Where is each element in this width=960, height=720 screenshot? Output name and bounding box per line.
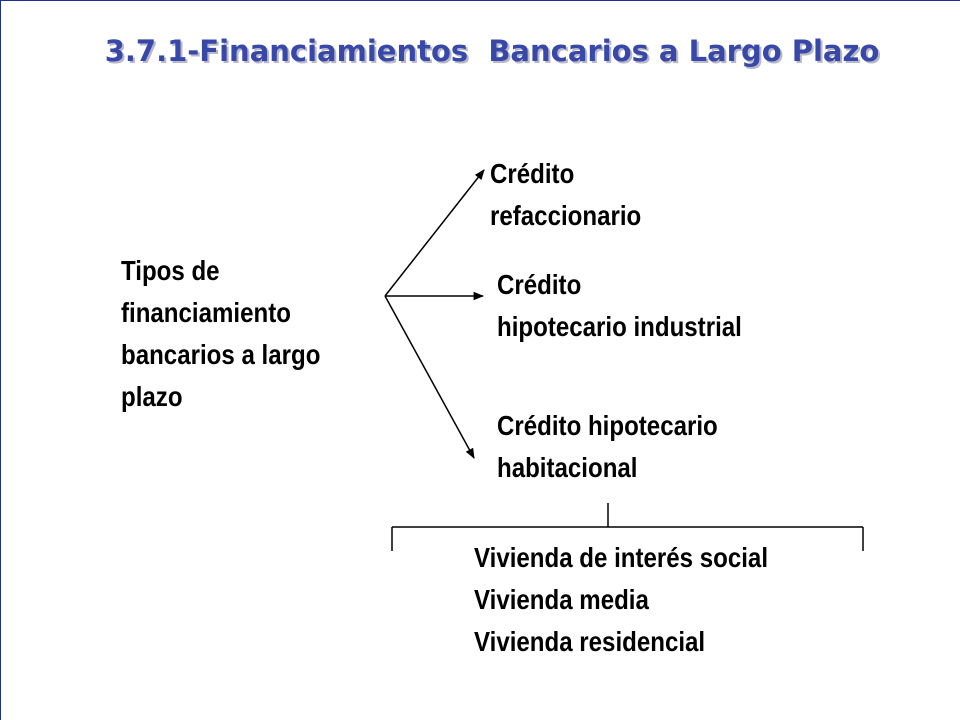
branch-credito-hipotecario-industrial: Crédito hipotecario industrial	[497, 264, 742, 348]
root-node-line: financiamiento	[121, 297, 291, 328]
root-node: Tipos de financiamiento bancarios a larg…	[121, 250, 320, 418]
root-node-line: Tipos de	[121, 255, 220, 286]
branch-credito-hipotecario-habitacional: Crédito hipotecario habitacional	[497, 405, 718, 489]
root-node-line: plazo	[121, 381, 183, 412]
branch-line: hipotecario industrial	[497, 311, 742, 342]
arrow-to-credito-hipotecario-habitacional	[384, 295, 475, 459]
subitems-bracket	[391, 503, 864, 551]
branch-line: Crédito	[497, 269, 582, 300]
vivienda-type-item: Vivienda residencial	[474, 626, 706, 657]
root-node-line: bancarios a largo	[121, 339, 321, 370]
slide-title: 3.7.1-Financiamientos Bancarios a Largo …	[104, 34, 880, 68]
branch-line: refaccionario	[490, 200, 642, 231]
vivienda-types-list: Vivienda de interés social Vivienda medi…	[474, 537, 768, 663]
branch-line: habitacional	[497, 452, 638, 483]
slide-border-top	[0, 0, 960, 1]
branch-credito-refaccionario: Crédito refaccionario	[490, 153, 641, 237]
vivienda-type-item: Vivienda media	[474, 584, 649, 615]
branch-line: Crédito	[490, 158, 575, 189]
vivienda-type-item: Vivienda de interés social	[474, 542, 769, 573]
slide-border-left	[0, 0, 1, 720]
arrow-to-credito-refaccionario	[384, 169, 485, 297]
branch-line: Crédito hipotecario	[497, 410, 718, 441]
